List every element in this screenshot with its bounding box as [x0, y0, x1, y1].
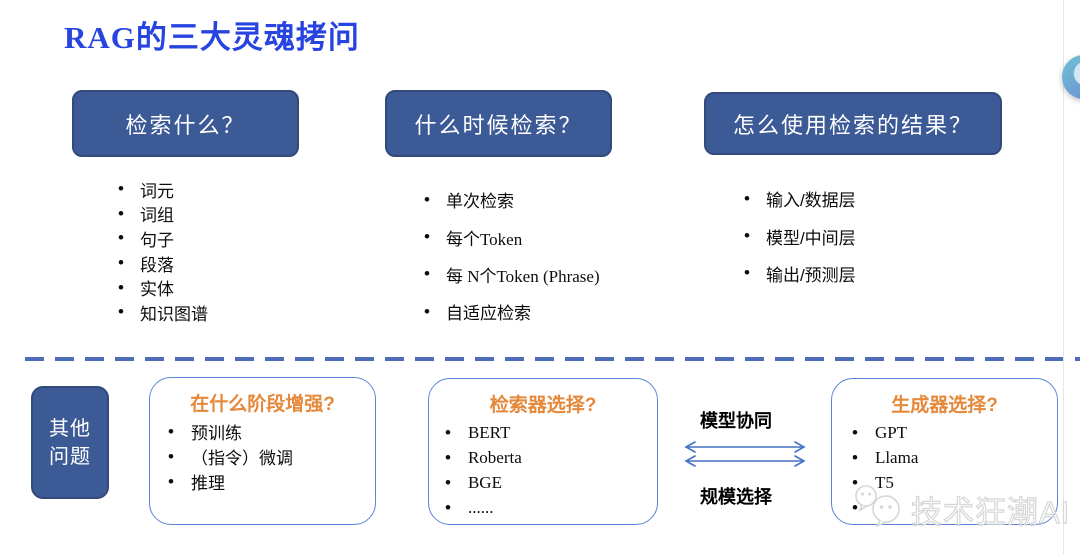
watermark-text: 技术狂潮AI: [910, 494, 1071, 530]
list-item: 知识图谱: [118, 300, 208, 325]
dashed-divider: [25, 357, 1080, 361]
augmentation-stage-box: 在什么阶段增强? 预训练 （指令）微调 推理: [149, 377, 376, 525]
double-arrow-icon: [682, 440, 808, 473]
list-item: 预训练: [168, 419, 393, 444]
list-item-label: GPT: [874, 422, 908, 442]
list-item-label: 推理: [190, 474, 225, 493]
when-to-retrieve-list: 单次检索 每个Token 每 N个Token (Phrase) 自适应检索: [424, 181, 600, 331]
page-title: RAG的三大灵魂拷问: [64, 20, 360, 55]
list-item-label: 词组: [139, 206, 174, 226]
connector-top-label: 模型协同: [700, 411, 772, 431]
list-item-label: 输入/数据层: [765, 191, 856, 211]
box-header: 检索器选择?: [489, 395, 597, 416]
wechat-logo-icon: [853, 483, 907, 532]
list-item-label: 每个Token: [445, 229, 523, 249]
list-item-label: 实体: [139, 280, 174, 300]
list-item-label: Roberta: [467, 447, 522, 467]
connector-bottom-label: 规模选择: [700, 487, 772, 507]
header-box-retrieve-what: 检索什么？: [72, 90, 299, 157]
list-item: 实体: [118, 275, 208, 300]
list-item-label: 段落: [139, 255, 174, 275]
list-item-label: 单次检索: [445, 192, 514, 212]
list-item-label: 预训练: [190, 424, 242, 443]
list-item: 输出/预测层: [744, 255, 856, 292]
list-item: 每 N个Token (Phrase): [424, 256, 600, 293]
list-item: 单次检索: [424, 181, 600, 218]
list-item-label: 每 N个Token (Phrase): [445, 266, 600, 286]
list-item: 句子: [118, 226, 208, 251]
box-header: 生成器选择?: [891, 395, 998, 416]
list-item: 输入/数据层: [744, 180, 856, 217]
list-item-label: 输出/预测层: [765, 265, 856, 285]
generator-choice-list: GPT Llama T5: [852, 420, 1077, 520]
list-item-label: BGE: [467, 472, 502, 492]
header-box-how-to-use-results: 怎么使用检索的结果？: [704, 92, 1002, 155]
list-item-label: T5: [874, 472, 894, 492]
list-item-label: 词元: [139, 181, 174, 201]
list-item: 词组: [118, 202, 208, 227]
retriever-choice-list: BERT Roberta BGE ......: [445, 420, 673, 520]
header-box-label: 怎么使用检索的结果？: [732, 112, 973, 138]
list-item: T5: [852, 470, 1077, 495]
list-item: （指令）微调: [168, 444, 393, 469]
list-item-label: 自适应检索: [445, 304, 531, 324]
list-item-label: 模型/中间层: [765, 228, 856, 248]
list-item: GPT: [852, 420, 1077, 445]
box-header: 在什么阶段增强?: [190, 394, 335, 415]
header-box-when-to-retrieve: 什么时候检索？: [385, 90, 612, 157]
other-questions-line2: 问题: [49, 445, 91, 468]
list-item: 段落: [118, 251, 208, 276]
list-item-label: BERT: [467, 422, 511, 442]
watermark: 技术狂潮AI: [853, 483, 1070, 532]
list-item: BGE: [445, 470, 673, 495]
other-questions-line1: 其他: [49, 417, 91, 440]
floating-action-button[interactable]: [1062, 55, 1080, 99]
list-item: 词元: [118, 177, 208, 202]
how-to-use-results-list: 输入/数据层 模型/中间层 输出/预测层: [744, 180, 856, 292]
retriever-choice-box: 检索器选择? BERT Roberta BGE ......: [428, 378, 658, 525]
list-item: 推理: [168, 469, 393, 494]
list-item-label: （指令）微调: [190, 449, 293, 468]
list-item-label: Llama: [874, 447, 919, 467]
list-item: 自适应检索: [424, 293, 600, 330]
page-edge-divider: [1063, 0, 1064, 554]
list-item-label: 句子: [139, 230, 174, 250]
list-item-label: ......: [467, 497, 494, 517]
list-item-label: 知识图谱: [139, 304, 208, 324]
list-item: ......: [445, 495, 673, 520]
header-box-label: 什么时候检索？: [414, 112, 583, 138]
list-item: Llama: [852, 445, 1077, 470]
augmentation-stage-list: 预训练 （指令）微调 推理: [168, 419, 393, 494]
retrieve-what-list: 词元 词组 句子 段落 实体 知识图谱: [118, 177, 208, 325]
list-item: 模型/中间层: [744, 217, 856, 254]
list-item: Roberta: [445, 445, 673, 470]
header-box-label: 检索什么？: [125, 112, 246, 138]
list-item: 每个Token: [424, 218, 600, 255]
list-item: BERT: [445, 420, 673, 445]
other-questions-box: 其他 问题: [31, 386, 109, 499]
